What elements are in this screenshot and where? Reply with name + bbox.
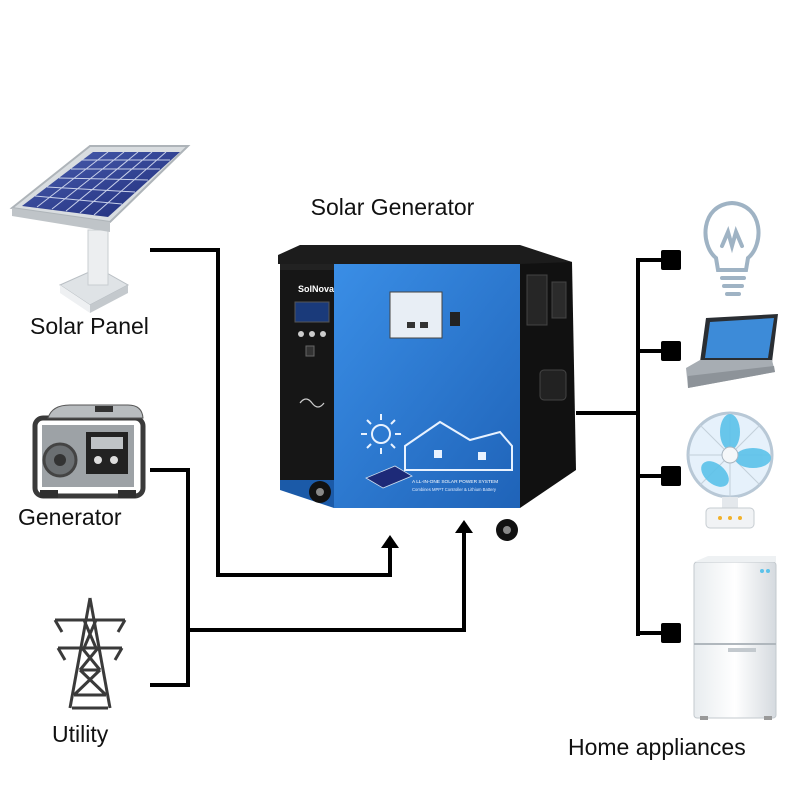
output-terminals [661,250,681,643]
solar-generator-device: SolNova A LL-IN-ONE [278,245,576,541]
generator-connection-line [150,468,190,687]
generator-icon [32,404,146,499]
terminal-fan [661,466,681,486]
device-panel-subtext: Combines MPPT Controller & Lithium Batte… [412,487,497,492]
solar-panel-label: Solar Panel [30,313,149,339]
power-tower-icon [53,597,127,710]
utility-label: Utility [52,721,109,747]
utility-arrow-head [455,520,473,533]
laptop-icon [686,314,778,388]
refrigerator-icon [693,556,777,720]
solar-panel-icon [9,145,191,313]
solar-arrow-head [381,535,399,548]
device-panel-text: A LL-IN-ONE SOLAR POWER SYSTEM [412,479,498,485]
brand-logo: SolNova [298,284,335,294]
diagram-title: Solar Generator [310,194,475,220]
connection-lines [150,248,662,687]
home-appliances-label: Home appliances [568,734,746,760]
light-bulb-icon [703,200,761,296]
solar-connection-line [150,248,392,577]
terminal-laptop [661,341,681,361]
terminal-bulb [661,250,681,270]
utility-connection-line [188,530,466,632]
fan-icon [686,411,774,529]
terminal-fridge [661,623,681,643]
generator-label: Generator [18,504,122,530]
